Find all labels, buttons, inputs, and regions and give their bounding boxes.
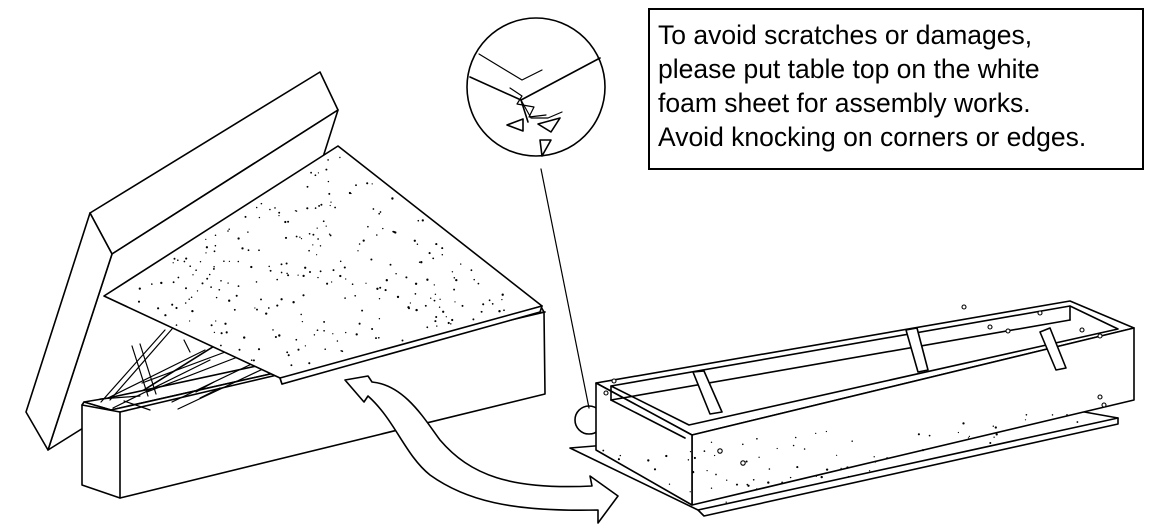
shipping-box-icon [25,71,546,499]
table-top-in-box [103,145,543,385]
note-line: To avoid scratches or damages, [658,20,1033,50]
instruction-note: To avoid scratches or damages, please pu… [648,8,1144,170]
magnifier-detail-icon [466,17,606,435]
note-line: please put table top on the white [658,54,1040,84]
foam-sheet-speckles [602,413,1079,503]
foam-bracing [99,328,266,411]
curved-arrow-icon [344,375,619,524]
table-top-speckles [137,156,505,367]
note-line: Avoid knocking on corners or edges. [658,122,1087,152]
table-frame-on-foam-icon [569,300,1135,517]
screw-holes [603,304,1107,466]
note-line: foam sheet for assembly works. [658,88,1031,118]
table-frame [595,300,1135,506]
